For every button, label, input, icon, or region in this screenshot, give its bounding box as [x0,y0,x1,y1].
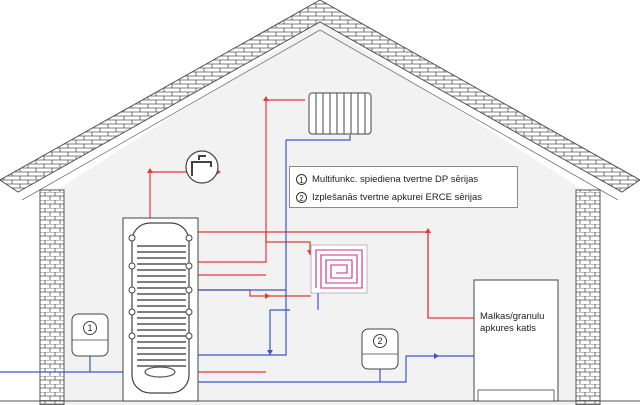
vessel-2-number: 2 [373,334,387,348]
boiler-icon [473,279,559,402]
legend-text-1: Multifunkc. spiediena tvertne DP sērijas [312,173,479,185]
legend-number-1: 1 [296,173,307,185]
legend-box: 1 Multifunkc. spiediena tvertne DP sērij… [289,166,518,208]
legend-text-2: Izplešanās tvertne apkurei ERCE sērijas [312,191,483,203]
tank-icon [122,217,199,402]
vessel-1-number: 1 [83,321,97,335]
radiator-icon [308,92,372,135]
legend-number-2: 2 [296,191,307,203]
right-wall [575,189,601,405]
legend-item-1: 1 Multifunkc. spiediena tvertne DP sērij… [296,171,478,187]
expansion-vessel-2 [361,328,399,370]
faucet-icon [185,150,219,184]
legend-item-2: 2 Izplešanās tvertne apkurei ERCE sērija… [296,189,482,205]
expansion-vessel-1 [71,313,109,357]
left-wall [39,189,65,405]
boiler-label: Malkas/granulu apkures katls [480,311,545,334]
house-roof-brick-icon [0,0,640,201]
floor-heating-coil-icon [310,244,368,294]
